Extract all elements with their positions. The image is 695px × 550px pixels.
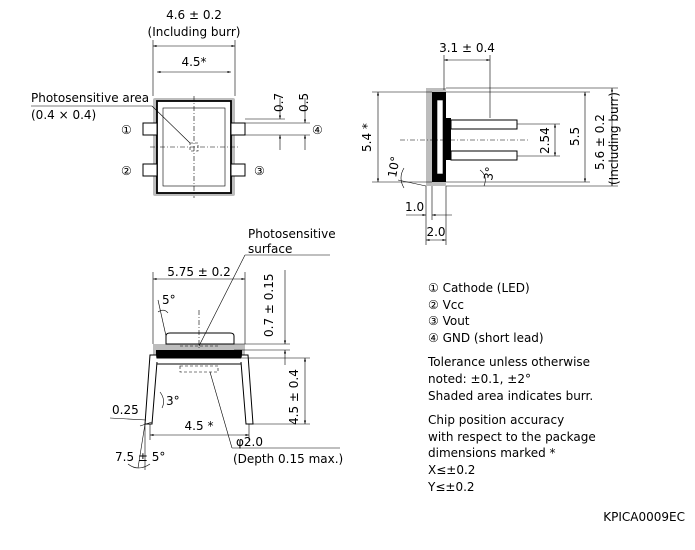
- side-cavity: [436, 99, 444, 175]
- accuracy-note-3: dimensions marked *: [428, 446, 556, 461]
- front-lead-span: 4.5 *: [185, 419, 214, 433]
- accuracy-note-4: X≤±0.2: [428, 462, 476, 477]
- front-height-a: 0.7 ± 0.15: [262, 274, 276, 338]
- side-dim-b: 2.0: [426, 225, 445, 239]
- side-lead-upper: [450, 119, 518, 130]
- lead-dim-a: 0.7: [272, 93, 286, 112]
- accuracy-note-2: with respect to the package: [428, 429, 596, 444]
- photosensitive-area: [189, 142, 199, 152]
- side-lead-lower: [450, 150, 518, 161]
- side-top-dim: 3.1 ± 0.4: [439, 41, 495, 55]
- pin-4-marker: ④: [312, 123, 323, 137]
- front-lead-thickness: 0.25: [112, 403, 139, 417]
- side-view: 3.1 ± 0.4 5.4 * 2.54 5.5 5.6 ± 0.2 (Incl…: [360, 41, 621, 245]
- front-lead-right: [240, 354, 254, 425]
- top-view: 4.6 ± 0.2 (Including burr) 4.5* Photosen…: [31, 8, 323, 198]
- area-label: Photosensitive area: [31, 91, 149, 105]
- tolerance-note-1: Tolerance unless otherwise: [428, 355, 591, 370]
- accuracy-note-5: Y≤±0.2: [428, 479, 475, 494]
- side-inner-height: 5.5: [568, 127, 582, 146]
- front-lead-left: [144, 354, 158, 425]
- front-base: [155, 357, 243, 365]
- pin-3-marker: ③: [254, 164, 265, 178]
- front-hole-dia: φ2.0: [236, 435, 263, 449]
- surface-label-2: surface: [248, 242, 292, 256]
- front-width-dim: 5.75 ± 0.2: [167, 265, 231, 279]
- top-width-note: (Including burr): [148, 25, 241, 39]
- side-outer-height: 5.6 ± 0.2: [593, 114, 607, 170]
- front-angle-top: 5°: [162, 293, 176, 307]
- front-angle-lead: 3°: [166, 394, 180, 408]
- tolerance-note-3: Shaded area indicates burr.: [428, 388, 594, 403]
- side-angle-b: 3°: [481, 166, 497, 182]
- lead-1: [142, 122, 158, 136]
- pin-note-2: ② Vcc: [428, 297, 464, 312]
- pin-note-4: ④ GND (short lead): [428, 330, 544, 345]
- front-height-b: 4.5 ± 0.4: [287, 369, 301, 425]
- top-inner-width: 4.5*: [181, 55, 206, 69]
- accuracy-note-1: Chip position accuracy: [428, 413, 565, 428]
- front-body: [165, 332, 235, 345]
- side-outer-note: (Including burr): [607, 92, 621, 185]
- front-hole-depth: (Depth 0.15 max.): [233, 452, 343, 466]
- side-pitch-dim: 2.54: [538, 127, 552, 154]
- lead-4: [230, 122, 246, 136]
- pin-note-3: ③ Vout: [428, 314, 470, 329]
- lead-dim-b: 0.5: [297, 93, 311, 112]
- top-width-dim: 4.6 ± 0.2: [166, 8, 222, 22]
- side-angle-a: 10°: [385, 155, 402, 178]
- pin-2-marker: ②: [121, 164, 132, 178]
- lead-2: [142, 163, 158, 177]
- notes-block: ① Cathode (LED) ② Vcc ③ Vout ④ GND (shor…: [428, 280, 688, 495]
- tolerance-note-2: noted: ±0.1, ±2°: [428, 371, 531, 386]
- front-lead-angle: 7.5 ± 5°: [115, 450, 165, 464]
- surface-label-1: Photosensitive: [248, 227, 336, 241]
- pin-note-1: ① Cathode (LED): [428, 281, 530, 295]
- lead-3: [230, 163, 246, 177]
- side-dim-a: 1.0: [405, 200, 424, 214]
- area-size: (0.4 × 0.4): [31, 108, 96, 122]
- front-view: Photosensitive surface 5.75 ± 0.2 5° 0.7…: [109, 227, 343, 470]
- side-height-dim: 5.4 *: [360, 123, 374, 152]
- drawing-code: KPICA0009EC: [603, 510, 685, 524]
- pin-1-marker: ①: [121, 123, 132, 137]
